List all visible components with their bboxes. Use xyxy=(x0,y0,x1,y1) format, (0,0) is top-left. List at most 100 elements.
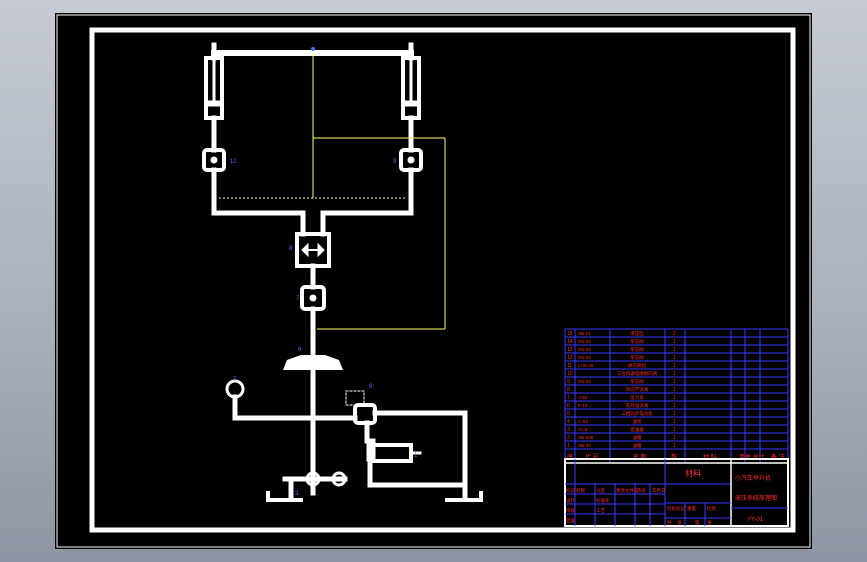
pressure-gauge xyxy=(225,379,316,421)
title-block-label: 比例 xyxy=(707,505,716,512)
label-valve-small: 7 xyxy=(296,296,300,302)
drawing-number: YY-01 xyxy=(747,517,764,523)
parts-row-qty: 1 xyxy=(673,339,676,345)
parts-row-name: 单向阀 xyxy=(630,378,644,385)
parts-row-qty: 1 xyxy=(673,443,676,449)
drawing-title: 小汽车举升机 xyxy=(735,474,771,482)
parts-header-cell: 名 称 xyxy=(633,453,647,461)
parts-row-code: C-03 xyxy=(578,419,588,424)
parts-row-name: 换向阀组 xyxy=(628,362,646,369)
parts-row-code: Y-60 xyxy=(578,395,588,400)
title-block-label: 标准化 xyxy=(596,497,610,504)
tank-body xyxy=(283,355,343,370)
parts-row-name: 三位四通电磁换向阀 xyxy=(617,370,658,377)
parts-row-code: P-16 xyxy=(578,403,588,408)
parts-row-name: 液压缸 xyxy=(630,330,644,337)
throttle-valve xyxy=(300,285,326,311)
parts-row-name: 单向节流阀 xyxy=(626,386,649,393)
label-relief-valve: 6 xyxy=(369,384,373,390)
pump-motor xyxy=(366,438,468,488)
parts-row-name: 单向阀 xyxy=(630,338,644,345)
parts-row-qty: 1 xyxy=(673,379,676,385)
label-filter: 3 xyxy=(295,491,299,497)
title-block-label: 标记 xyxy=(566,487,575,494)
parts-row-no: 15 xyxy=(567,331,573,337)
parts-header-cell: 单件 总计 xyxy=(739,453,765,461)
parts-row-qty: 1 xyxy=(673,387,676,393)
parts-row-name: 滤油器 xyxy=(630,426,644,433)
parts-row-code: HB-006 xyxy=(578,435,594,440)
parts-row-no: 7 xyxy=(567,395,570,401)
parts-row-name: 压力表 xyxy=(630,394,644,401)
label-valve-right: 9 xyxy=(393,159,397,165)
title-block-label: 批准 xyxy=(566,517,575,524)
parts-row-no: 11 xyxy=(567,363,572,369)
marker-dot xyxy=(311,47,315,51)
parts-row-code: HB-01 xyxy=(578,331,591,336)
parts-row-no: 9 xyxy=(567,379,570,385)
right-cylinder xyxy=(401,42,421,153)
filter-suction xyxy=(282,471,348,502)
parts-row-qty: 1 xyxy=(673,371,676,377)
title-block-label: 签名 xyxy=(637,487,646,494)
parts-row-qty: 1 xyxy=(673,419,676,425)
left-cylinder xyxy=(204,42,224,153)
parts-row-qty: 1 xyxy=(673,435,676,441)
parts-row-name: 三相异步电动机 xyxy=(621,410,653,417)
label-pump: 1 xyxy=(414,453,418,459)
inner-frame xyxy=(89,27,796,533)
parts-header-cell: 序 xyxy=(567,453,573,461)
hydraulic-schematic: 12 9 8 7 6 7 6 1 3 15HB-01液压缸214SN-04单向阀… xyxy=(56,14,811,548)
label-gauge: 7 xyxy=(233,377,237,383)
title-block-label: 工艺 xyxy=(596,508,605,513)
title-block-label: 分区 xyxy=(596,487,605,494)
parts-row-name: 油箱 xyxy=(633,434,642,441)
title-block-label: 张 xyxy=(707,519,712,526)
parts-row-code: SN-04 xyxy=(578,347,591,352)
parts-row-qty: 1 xyxy=(673,411,676,417)
drawing-subtitle: 液压系统原理图 xyxy=(735,494,777,502)
label-valve-left: 12 xyxy=(230,159,237,165)
parts-row-name: 单向阀 xyxy=(630,346,644,353)
title-block-label: 阶段标记 xyxy=(667,505,685,512)
parts-row-qty: 2 xyxy=(673,331,676,337)
directional-valve-block xyxy=(295,232,331,268)
parts-row-qty: 1 xyxy=(673,355,676,361)
parts-row-no: 2 xyxy=(567,435,570,441)
title-block-label: 张 xyxy=(677,519,682,526)
parts-row-qty: 1 xyxy=(673,347,676,353)
parts-row-name: 油泵 xyxy=(633,418,642,425)
parts-row-no: 8 xyxy=(567,387,570,393)
parts-header-cell: 备 注 xyxy=(771,453,785,461)
title-block-label: 共 xyxy=(667,519,672,526)
parts-row-code: SN-04 xyxy=(578,339,591,344)
parts-row-code: SN-04 xyxy=(578,379,591,384)
parts-header-cell: 代 号 xyxy=(585,453,599,461)
parts-row-no: 13 xyxy=(567,347,573,353)
label-tank-main: 6 xyxy=(298,347,302,353)
title-block: 材料 小汽车举升机 液压系统原理图 YY-01 标记处数分区更改文件号签名年月日… xyxy=(564,458,789,527)
right-check-valve xyxy=(399,148,423,172)
parts-row-no: 14 xyxy=(567,339,573,345)
parts-row-qty: 1 xyxy=(673,427,676,433)
parts-header-cell: 数 xyxy=(671,453,677,461)
parts-row-name: 油箱 xyxy=(633,442,642,449)
label-valve-block: 8 xyxy=(289,246,293,252)
parts-row-code: YL-5 xyxy=(578,427,588,432)
parts-row-name: 单向阀 xyxy=(630,354,644,361)
parts-row-no: 3 xyxy=(567,427,570,433)
tank-left xyxy=(266,491,303,502)
title-block-label: 重量 xyxy=(687,505,696,512)
pilot-lines xyxy=(219,53,446,330)
title-block-label: 年月日 xyxy=(652,487,666,494)
title-block-label: 审核 xyxy=(566,507,575,514)
left-check-valve xyxy=(202,148,226,172)
title-block-label: 更改文件号 xyxy=(616,487,639,494)
parts-row-code: LHS-25 xyxy=(578,363,594,368)
material-mark: 材料 xyxy=(685,468,701,478)
parts-row-code: SN-04 xyxy=(578,355,591,360)
tank-right xyxy=(445,491,483,502)
parts-row-name: 先导溢流阀 xyxy=(626,402,649,409)
